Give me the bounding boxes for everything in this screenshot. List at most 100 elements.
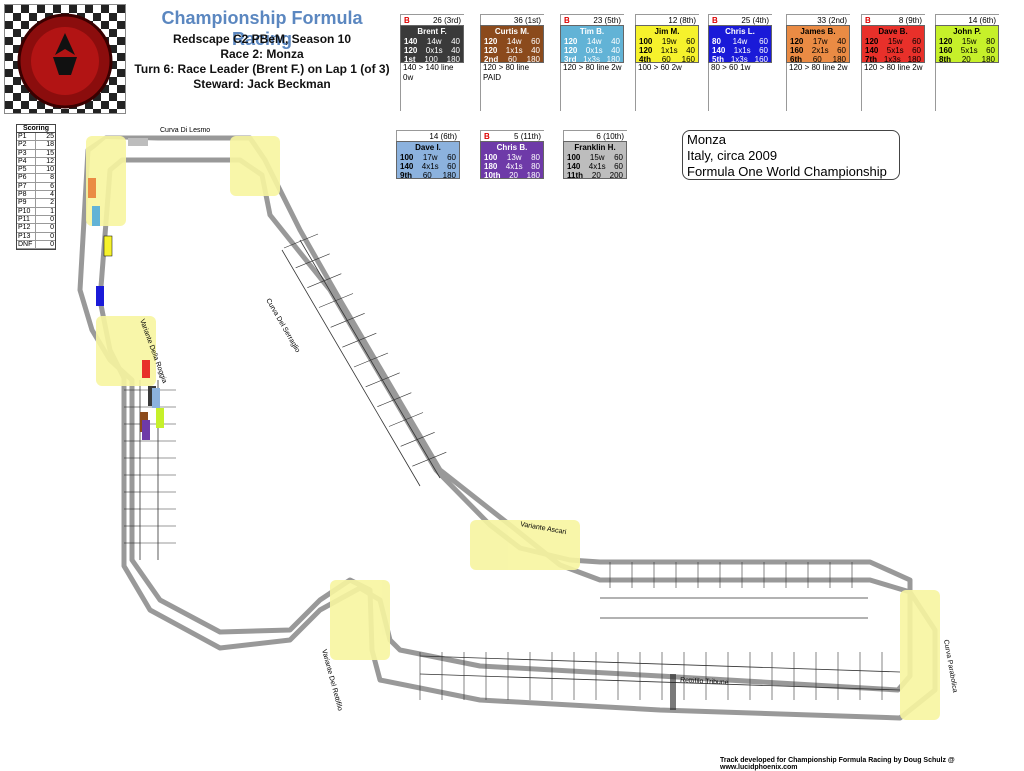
stat-cell: 120 [790,37,804,46]
stat-cell: 140 [712,46,726,55]
label-rettifilo: Rettifilo Tribune [680,677,729,687]
stat-cell: 60 [531,37,540,46]
stat-cell: 80 [531,162,540,171]
label-lesmo: Curva Di Lesmo [160,127,210,134]
stat-cell: 180 [442,171,456,180]
scoring-place: P2 [18,141,27,149]
stat-cell: 80 [986,37,995,46]
scoring-place: P9 [18,199,27,207]
stat-cell: 180 [832,55,846,64]
stat-cell: 9th [400,171,412,180]
stat-cell: 60 [422,171,432,180]
track-cell-divider [342,332,377,348]
car-dave-b [142,360,150,378]
stat-cell: 140 [404,37,418,46]
scoring-row: P7 6 [17,182,55,192]
stat-cell: 0x1s [585,46,603,55]
stat-cell: 5x1s [886,46,904,55]
move-note [935,63,999,111]
points-position: 23 (5th) [593,15,621,25]
stat-cell: 20 [961,55,971,64]
stat-cell: 120 [564,37,578,46]
scoring-points: 6 [35,182,55,191]
move-note: 120 > 80 line 2w [786,63,850,111]
stat-cell: 180 [526,55,540,64]
stat-cell: 160 [681,55,695,64]
stat-cell: 15w [887,37,903,46]
track-info-box: Monza Italy, circa 2009 Formula One Worl… [682,130,900,180]
player-name: Curtis M. [494,27,530,36]
stat-cell: 120 [639,46,653,55]
stat-cell: 140 [567,162,581,171]
stat-cell: 40 [451,46,460,55]
stat-cell: 100 [424,55,438,64]
scoring-place: P3 [18,149,27,157]
player-name: Dave I. [415,143,441,152]
stat-cell: 180 [907,55,921,64]
scoring-points: 4 [35,191,55,199]
steward-label: Steward: Jack Beckman [193,77,331,91]
stat-cell: 10th [484,171,501,180]
car-tim [92,206,100,226]
stat-cell: 1x3s [583,55,600,64]
player-name: Jim M. [654,27,680,36]
scoring-points: 18 [35,141,55,149]
stat-cell: 20 [509,171,518,180]
car-franklin [128,138,148,146]
player-name: Chris B. [496,143,528,152]
season-label: Redscape C2 PBeM, Season 10 [172,32,352,46]
stat-cell: 14w [506,37,522,46]
scoring-place: P10 [18,207,31,215]
stat-cell: 120 [865,37,879,46]
stat-cell: 40 [686,46,695,55]
stat-cell: 6th [790,55,802,64]
stat-row: 9th 60 180 [400,171,456,180]
stat-cell: 60 [447,153,456,162]
stat-cell: 120 [939,37,953,46]
stat-cell: 140 [865,46,879,55]
card-header: 6 (10th) [563,130,627,141]
car-john [156,408,164,428]
card-header: 12 (8th) [635,14,699,25]
stat-cell: 120 [484,37,498,46]
stat-cell: 4x1s [588,162,606,171]
track-inner-edge [97,157,913,693]
car-james [88,178,96,198]
car-chris-b [142,420,150,440]
card-header: 33 (2nd) [786,14,850,25]
stat-cell: 80 [712,37,721,46]
stat-cell: 160 [939,46,953,55]
stat-cell: 60 [912,46,921,55]
stat-cell: 19w [661,37,677,46]
track-cell-divider [318,293,354,308]
scoring-place: P5 [18,166,27,174]
scoring-place: P7 [18,182,27,190]
